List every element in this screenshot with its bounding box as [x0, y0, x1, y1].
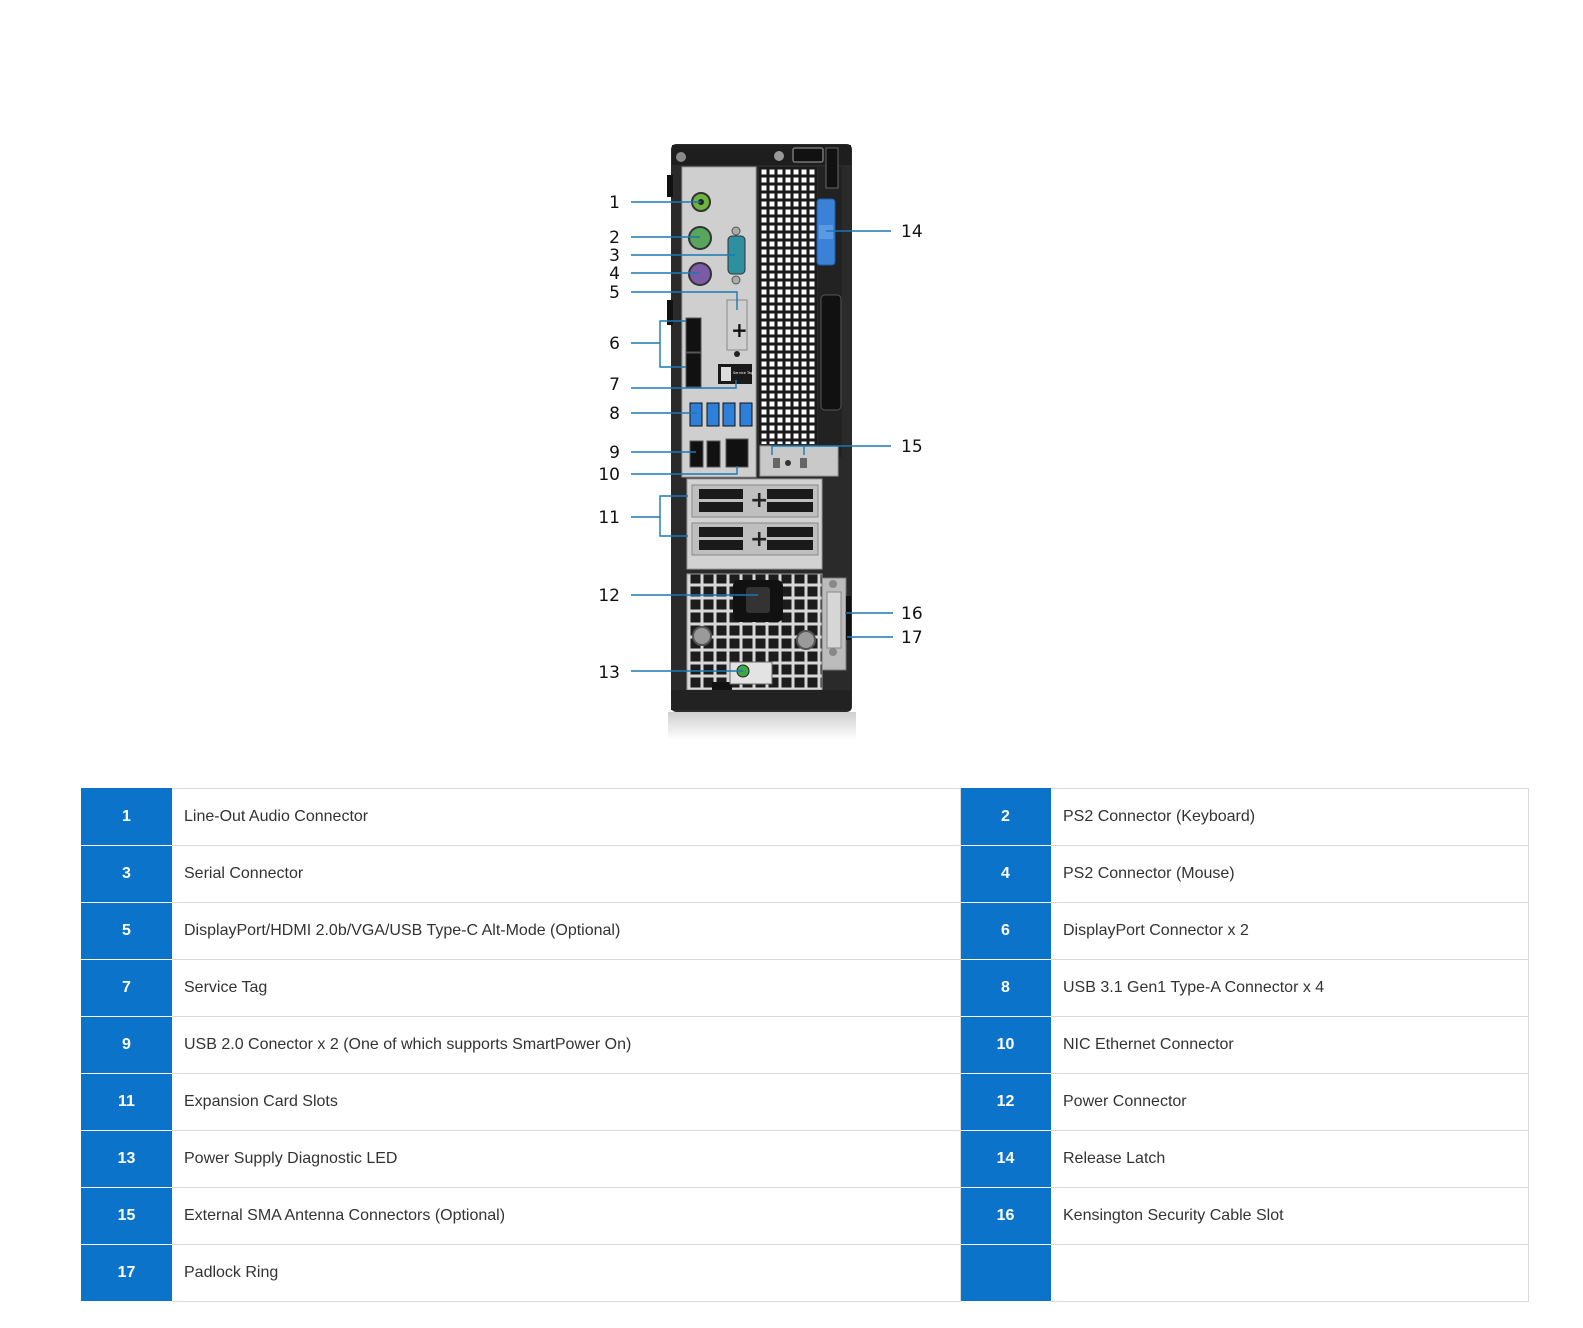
legend-row: 5 DisplayPort/HDMI 2.0b/VGA/USB Type-C A…: [81, 902, 1529, 960]
legend-label: External SMA Antenna Connectors (Optiona…: [171, 1187, 961, 1245]
callout-16: 16: [901, 604, 923, 624]
callout-14: 14: [901, 222, 923, 242]
legend-number: 2: [960, 788, 1051, 846]
legend-label: Padlock Ring: [171, 1244, 961, 1302]
vent-grille: [759, 167, 817, 444]
legend-label: PS2 Connector (Keyboard): [1050, 788, 1529, 846]
callout-7: 7: [609, 375, 620, 395]
sma-antenna-2: [800, 458, 807, 468]
displayport-2: [685, 352, 702, 388]
legend-label: Line-Out Audio Connector: [171, 788, 961, 846]
legend-number: 8: [960, 959, 1051, 1017]
legend-label: USB 3.1 Gen1 Type-A Connector x 4: [1050, 959, 1529, 1017]
svg-text:+: +: [750, 488, 768, 513]
chassis-shadow: [668, 712, 856, 740]
legend-label: Service Tag: [171, 959, 961, 1017]
legend-label: Power Supply Diagnostic LED: [171, 1130, 961, 1188]
legend-number: 6: [960, 902, 1051, 960]
legend-label: USB 2.0 Conector x 2 (One of which suppo…: [171, 1016, 961, 1074]
legend-label: DisplayPort/HDMI 2.0b/VGA/USB Type-C Alt…: [171, 902, 961, 960]
svg-text:+: +: [731, 318, 748, 342]
callout-numbers: 1 2 3 4 5 6 7 8 9 10 11 12 13 14 15 16 1…: [598, 193, 922, 683]
legend-label: NIC Ethernet Connector: [1050, 1016, 1529, 1074]
callout-5: 5: [609, 283, 620, 303]
legend-number: 4: [960, 845, 1051, 903]
displayport-1: [685, 317, 702, 353]
legend-label: Serial Connector: [171, 845, 961, 903]
legend-row: 9 USB 2.0 Conector x 2 (One of which sup…: [81, 1016, 1529, 1074]
callout-4: 4: [609, 264, 620, 284]
legend-number: 17: [81, 1244, 172, 1302]
callout-3: 3: [609, 246, 620, 266]
legend-label: Expansion Card Slots: [171, 1073, 961, 1131]
callout-9: 9: [609, 443, 620, 463]
legend-number: 5: [81, 902, 172, 960]
legend-number: 1: [81, 788, 172, 846]
callout-13: 13: [598, 663, 620, 683]
ports: + Service Tag: [685, 192, 836, 685]
ps2-mouse-port: [688, 262, 712, 286]
legend-label: [1050, 1244, 1529, 1302]
legend-number: 15: [81, 1187, 172, 1245]
legend-label: DisplayPort Connector x 2: [1050, 902, 1529, 960]
callout-10: 10: [598, 465, 620, 485]
legend-label: Power Connector: [1050, 1073, 1529, 1131]
ps2-keyboard-port: [688, 226, 712, 250]
ethernet-port: [725, 438, 749, 468]
legend-number: 13: [81, 1130, 172, 1188]
legend-label: Kensington Security Cable Slot: [1050, 1187, 1529, 1245]
legend-label: Release Latch: [1050, 1130, 1529, 1188]
legend-number: 16: [960, 1187, 1051, 1245]
callout-11: 11: [598, 508, 620, 528]
computer-rear-panel-diagram: + + + Service Tag: [598, 144, 923, 740]
legend-number: [960, 1244, 1051, 1302]
callout-2: 2: [609, 228, 620, 248]
legend-number: 11: [81, 1073, 172, 1131]
usb2-ports: [689, 440, 721, 468]
legend-number: 7: [81, 959, 172, 1017]
svg-text:+: +: [750, 527, 768, 552]
callout-12: 12: [598, 586, 620, 606]
legend-row: 13 Power Supply Diagnostic LED 14 Releas…: [81, 1130, 1529, 1188]
callout-1: 1: [609, 193, 620, 213]
leader-lines: [631, 201, 893, 672]
legend-row: 11 Expansion Card Slots 12 Power Connect…: [81, 1073, 1529, 1131]
callout-6: 6: [609, 334, 620, 354]
callout-15: 15: [901, 437, 923, 457]
legend-row: 3 Serial Connector 4 PS2 Connector (Mous…: [81, 845, 1529, 903]
legend-label: PS2 Connector (Mouse): [1050, 845, 1529, 903]
legend-table: 1 Line-Out Audio Connector 2 PS2 Connect…: [81, 788, 1529, 1302]
legend-number: 12: [960, 1073, 1051, 1131]
sma-antenna-1: [773, 458, 780, 468]
callout-17: 17: [901, 628, 923, 648]
legend-row: 1 Line-Out Audio Connector 2 PS2 Connect…: [81, 788, 1529, 846]
legend-number: 10: [960, 1016, 1051, 1074]
legend-number: 9: [81, 1016, 172, 1074]
legend-number: 3: [81, 845, 172, 903]
usb3-ports: [689, 402, 753, 427]
legend-row: 15 External SMA Antenna Connectors (Opti…: [81, 1187, 1529, 1245]
service-tag-text: Service Tag: [733, 371, 753, 375]
callout-8: 8: [609, 404, 620, 424]
legend-number: 14: [960, 1130, 1051, 1188]
legend-row: 17 Padlock Ring: [81, 1244, 1529, 1302]
legend-row: 7 Service Tag 8 USB 3.1 Gen1 Type-A Conn…: [81, 959, 1529, 1017]
